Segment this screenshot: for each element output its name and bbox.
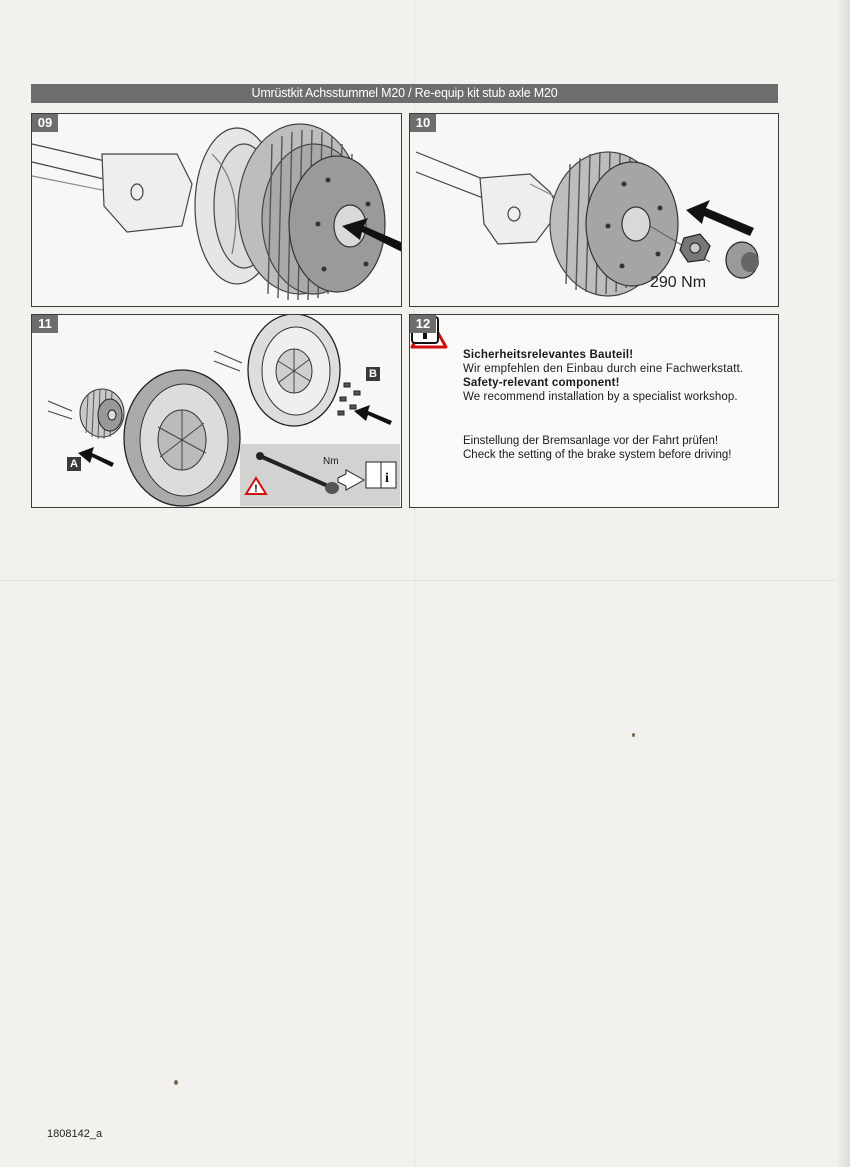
label-b: B xyxy=(366,367,380,381)
document-number: 1808142_a xyxy=(47,1128,103,1140)
step-11-panel: 11 A B xyxy=(31,314,402,508)
step-number: 11 xyxy=(32,315,58,333)
paper-speck xyxy=(632,733,635,737)
step-number: 10 xyxy=(410,114,436,132)
header-title: Umrüstkit Achsstummel M20 / Re-equip kit… xyxy=(251,86,558,100)
step-number: 09 xyxy=(32,114,58,132)
paper-edge-shadow xyxy=(836,0,850,1167)
wheel-mounting-illustration xyxy=(47,315,392,507)
label-a: A xyxy=(67,457,81,471)
brake-check-en: Check the setting of the brake system be… xyxy=(463,449,732,461)
hub-nut-illustration xyxy=(415,151,759,297)
step-number: 12 xyxy=(410,315,436,333)
brake-drum-illustration xyxy=(32,123,401,301)
safety-title-en: Safety-relevant component! xyxy=(463,377,620,389)
arrow-icon xyxy=(686,200,754,236)
paper-fold-horizontal xyxy=(0,580,850,581)
step-10-panel: 10 290 Nm xyxy=(409,113,779,307)
paper-speck xyxy=(174,1080,178,1085)
torque-unit-label: Nm xyxy=(323,456,339,467)
safety-title-de: Sicherheitsrelevantes Bauteil! xyxy=(463,349,634,361)
svg-text:!: ! xyxy=(254,483,258,495)
torque-value: 290 Nm xyxy=(650,274,707,291)
safety-body-en: We recommend installation by a specialis… xyxy=(463,391,738,403)
arrow-icon xyxy=(78,447,114,467)
page-header: Umrüstkit Achsstummel M20 / Re-equip kit… xyxy=(31,84,778,103)
arrow-icon xyxy=(342,218,401,252)
torque-wrench-icon: ! i xyxy=(244,452,397,495)
step-09-panel: 09 xyxy=(31,113,402,307)
paper-fold-vertical xyxy=(414,0,415,1167)
torque-wrench-inset: ! i Nm xyxy=(240,444,400,506)
safety-body-de: Wir empfehlen den Einbau durch eine Fach… xyxy=(463,363,744,375)
svg-text:i: i xyxy=(385,471,389,486)
brake-check-de: Einstellung der Bremsanlage vor der Fahr… xyxy=(463,435,719,447)
arrow-icon xyxy=(354,405,392,425)
step-12-panel: 12 Sicherheitsrelevantes Bauteil! Wir em… xyxy=(409,314,779,508)
